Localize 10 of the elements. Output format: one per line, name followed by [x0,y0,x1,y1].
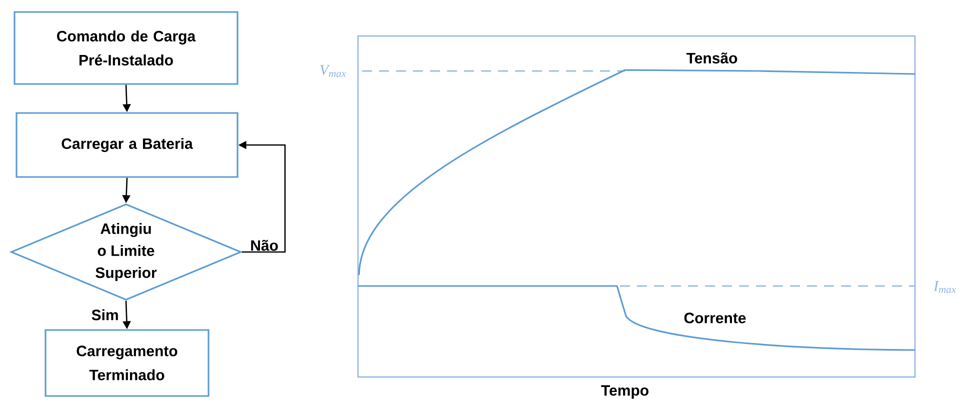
edge-label: Não [251,240,278,251]
process-box: Comando de Carga Pré-Instalado [14,11,238,85]
axis-label: I$_{max}$ [933,280,956,294]
process-box: Carregamento Terminado [44,329,210,397]
curve-label: Tensão [686,52,738,64]
edge-label: Sim [92,309,118,320]
axis-label: V$_{max}$ [320,64,346,78]
process-box: Carregar a Bateria [16,112,238,178]
curve-label: Corrente [684,312,746,324]
axis-title: Tempo [601,385,648,399]
